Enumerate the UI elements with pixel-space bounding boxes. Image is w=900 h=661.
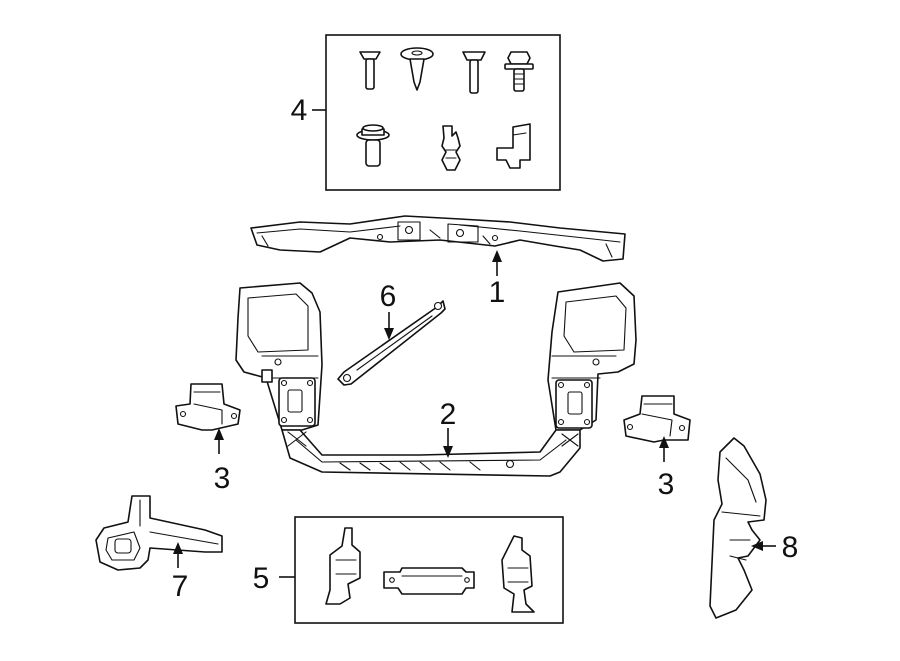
seal-left [325, 527, 361, 605]
leader-arrows [173, 250, 776, 568]
side-deflector [709, 437, 767, 619]
callout-3-left: 3 [214, 462, 231, 495]
snap-clip-fastener [441, 125, 461, 171]
tree-rivet-fastener [400, 47, 434, 91]
bracket-left [175, 383, 241, 431]
fastener-kit-frame [325, 34, 561, 191]
seal-kit-frame [294, 516, 564, 624]
upper-crossmember [250, 215, 626, 262]
callout-3-right: 3 [658, 468, 675, 501]
callout-5: 5 [253, 562, 270, 595]
hex-bolt-fastener [504, 51, 534, 92]
callout-6: 6 [380, 280, 397, 313]
fastener-kit-box [312, 34, 561, 191]
seal-center [383, 567, 475, 595]
bracket-clip-fastener [496, 123, 531, 169]
callout-4: 4 [291, 94, 308, 127]
callout-8: 8 [782, 531, 799, 564]
seal-kit-box [279, 516, 564, 624]
push-pin-fastener-long [462, 51, 486, 94]
air-duct [95, 495, 223, 571]
callout-2: 2 [440, 398, 457, 431]
callout-1: 1 [489, 276, 506, 309]
brace-rod [337, 300, 446, 386]
flanged-pin-fastener [356, 124, 390, 167]
callout-7: 7 [172, 570, 189, 603]
radiator-support-assembly [235, 282, 637, 477]
bracket-right [623, 395, 691, 443]
seal-right [501, 535, 535, 613]
push-pin-fastener [359, 51, 381, 90]
